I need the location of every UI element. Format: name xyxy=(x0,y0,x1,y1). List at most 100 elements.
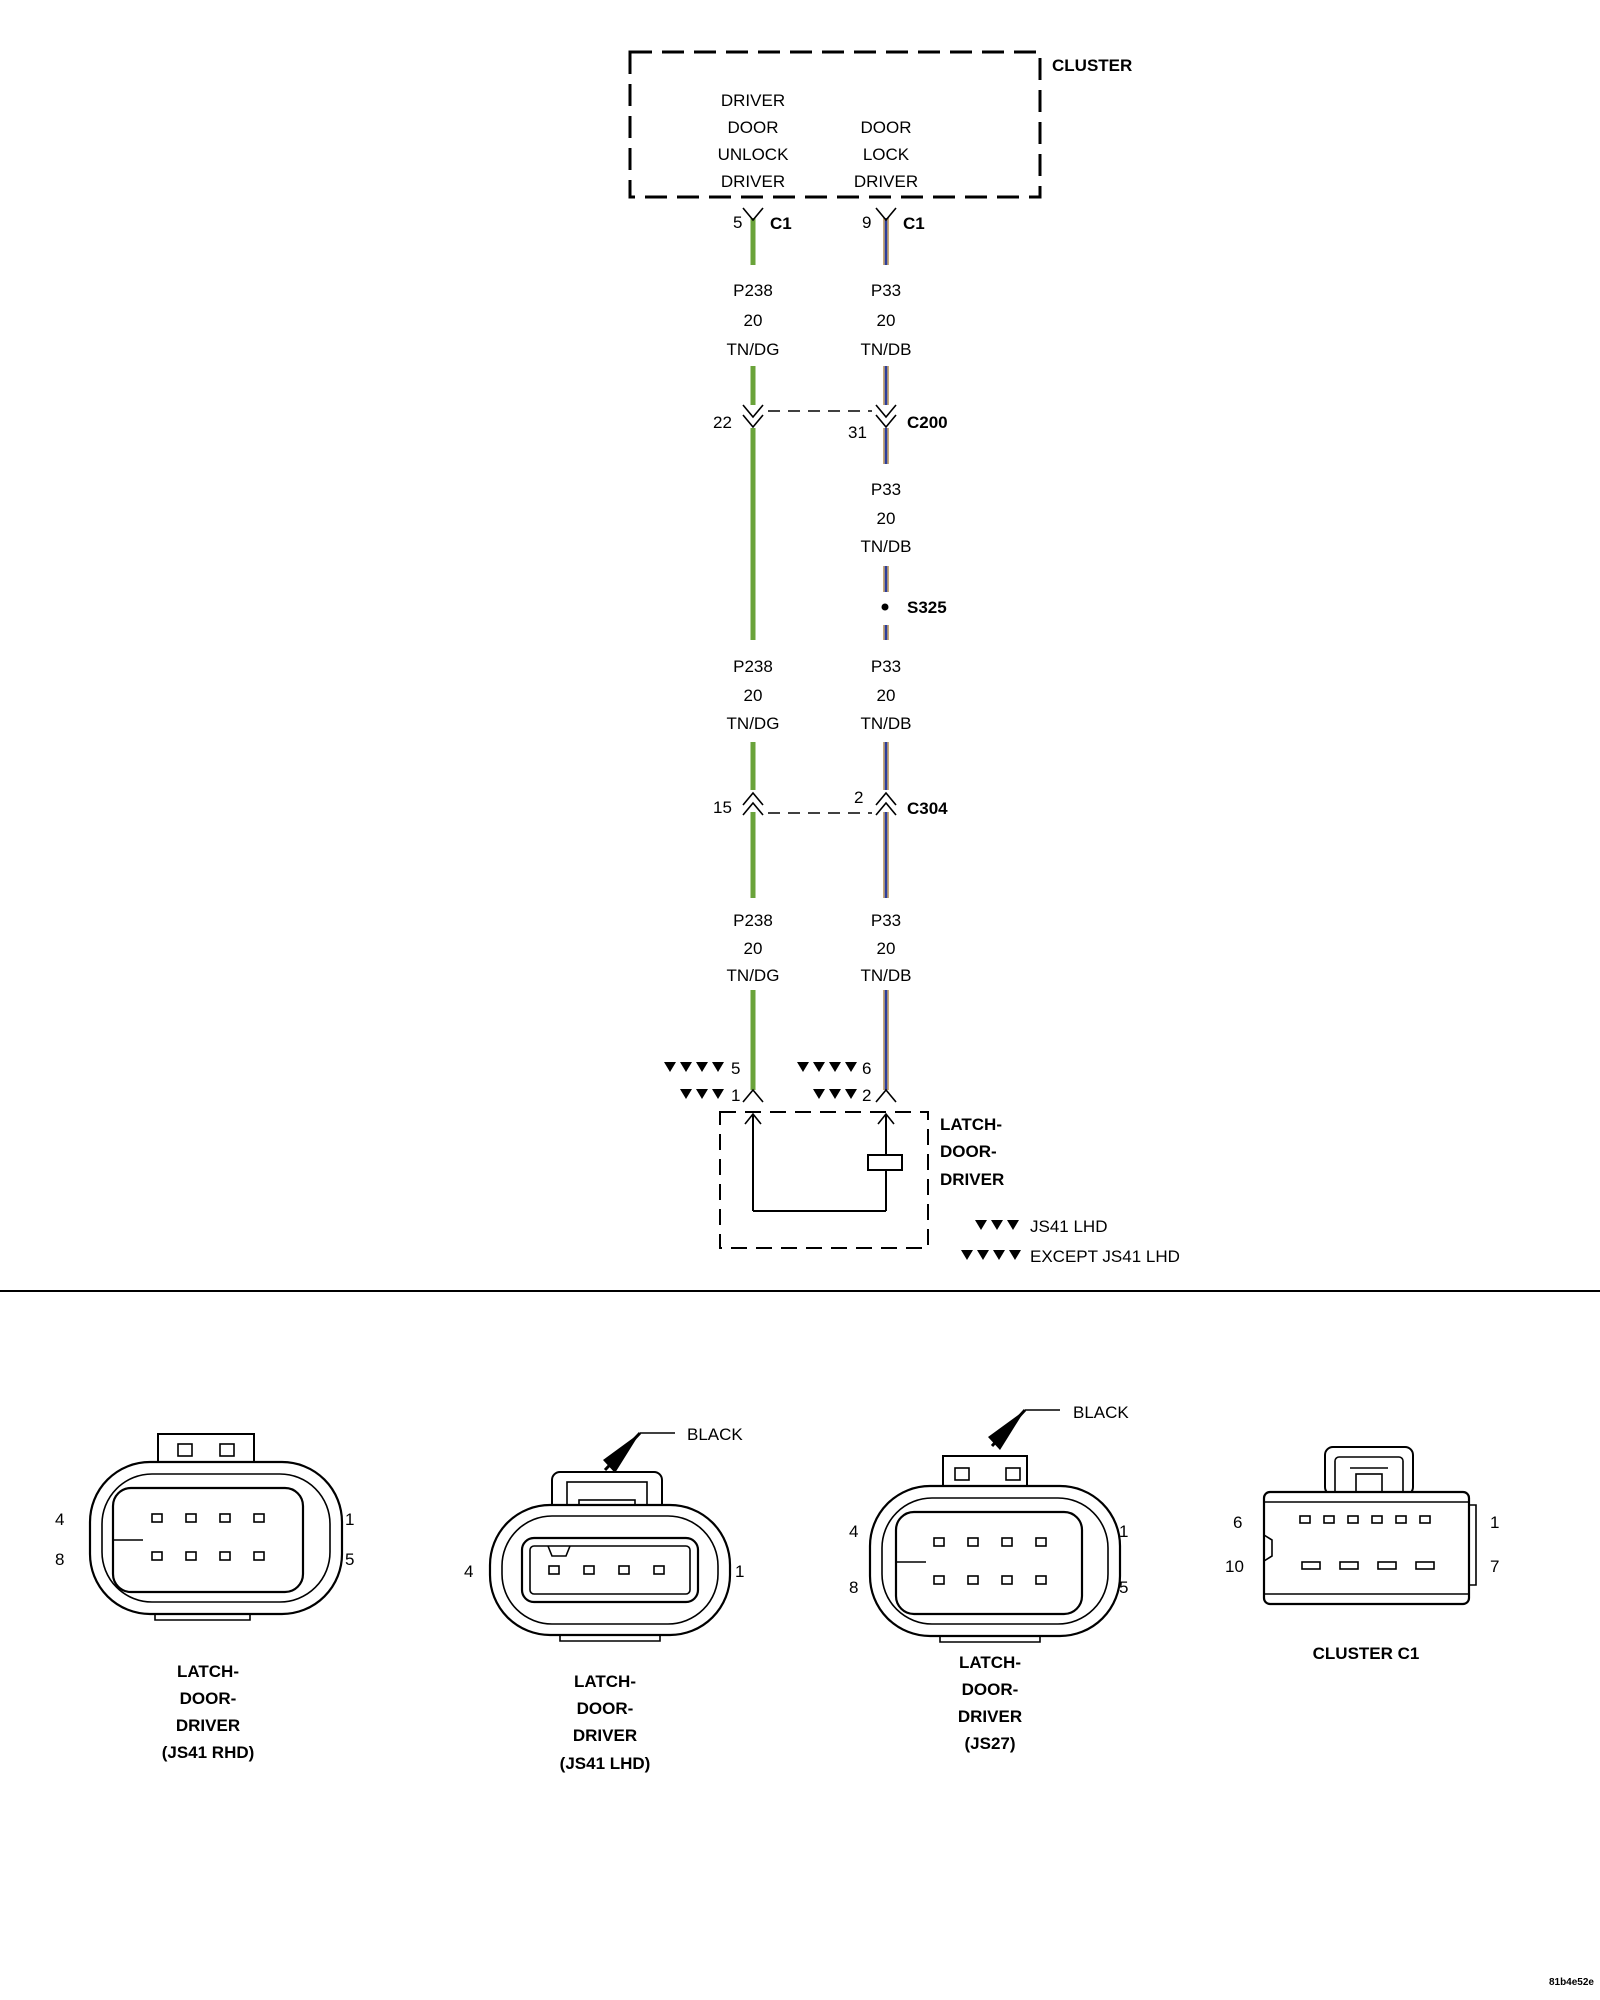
svg-text:LATCH-: LATCH- xyxy=(574,1672,636,1691)
latch-pin-left-js41: 1 xyxy=(731,1086,740,1105)
c1-pin-unlock: 5 xyxy=(733,213,742,232)
unlock-driver-label: DRIVER DOOR UNLOCK DRIVER xyxy=(718,91,790,191)
svg-text:20: 20 xyxy=(744,939,763,958)
svg-text:P238: P238 xyxy=(733,281,773,300)
svg-text:TN/DG: TN/DG xyxy=(727,966,780,985)
wire-label-lock-1: P33 20 TN/DB xyxy=(861,281,912,359)
wire-label-lock-3: P33 20 TN/DB xyxy=(861,657,912,733)
latch-connector-symbol xyxy=(742,1088,897,1103)
cv2-pin-1: 1 xyxy=(735,1562,744,1581)
cv3-title: LATCH- DOOR- DRIVER (JS27) xyxy=(958,1653,1022,1753)
c200-pin-right: 31 xyxy=(848,423,867,442)
svg-text:DOOR: DOOR xyxy=(861,118,912,137)
cv3-color-label: BLACK xyxy=(1073,1403,1129,1422)
latch-component-label: LATCH- DOOR- DRIVER xyxy=(940,1115,1004,1189)
svg-text:20: 20 xyxy=(877,311,896,330)
svg-text:DOOR-: DOOR- xyxy=(962,1680,1019,1699)
c1-pin-lock: 9 xyxy=(862,213,871,232)
svg-text:P238: P238 xyxy=(733,657,773,676)
svg-text:P33: P33 xyxy=(871,911,901,930)
s325-splice xyxy=(881,603,889,611)
svg-text:20: 20 xyxy=(877,939,896,958)
legend-js41-lhd: JS41 LHD xyxy=(1030,1217,1107,1236)
latch-pin-right-js41: 2 xyxy=(862,1086,871,1105)
latch-component-box xyxy=(719,1111,929,1249)
cv4-pin-7: 7 xyxy=(1490,1557,1499,1576)
c304-label: C304 xyxy=(907,799,948,818)
cv1-pin-1: 1 xyxy=(345,1510,354,1529)
svg-text:20: 20 xyxy=(744,311,763,330)
legend-except-js41-lhd: EXCEPT JS41 LHD xyxy=(1030,1247,1180,1266)
c1-connector-symbol xyxy=(742,207,897,222)
cv3-pin-4: 4 xyxy=(849,1522,858,1541)
svg-text:P33: P33 xyxy=(871,657,901,676)
svg-text:LATCH-: LATCH- xyxy=(940,1115,1002,1134)
svg-text:P33: P33 xyxy=(871,480,901,499)
cv3-pin-8: 8 xyxy=(849,1578,858,1597)
svg-text:20: 20 xyxy=(744,686,763,705)
cv2-pin-4: 4 xyxy=(464,1562,473,1581)
image-code: 81b4e52e xyxy=(1549,1977,1594,1988)
cv2-title: LATCH- DOOR- DRIVER (JS41 LHD) xyxy=(560,1672,651,1773)
wire-label-unlock-1: P238 20 TN/DG xyxy=(727,281,780,359)
cv4-pin-1: 1 xyxy=(1490,1513,1499,1532)
lock-driver-label: DOOR LOCK DRIVER xyxy=(854,118,918,191)
svg-text:DRIVER: DRIVER xyxy=(573,1726,637,1745)
cv4-title: CLUSTER C1 xyxy=(1313,1644,1420,1663)
cv3-pin-1: 1 xyxy=(1119,1522,1128,1541)
svg-text:(JS41 RHD): (JS41 RHD) xyxy=(162,1743,255,1762)
connector-view-cluster-c1 xyxy=(1262,1446,1477,1606)
svg-text:LATCH-: LATCH- xyxy=(959,1653,1021,1672)
svg-text:DRIVER: DRIVER xyxy=(721,91,785,110)
cv1-pin-8: 8 xyxy=(55,1550,64,1569)
c200-label: C200 xyxy=(907,413,948,432)
svg-text:DOOR: DOOR xyxy=(728,118,779,137)
wire-label-unlock-4: P238 20 TN/DG xyxy=(727,911,780,985)
legend-four-triangles-icon xyxy=(961,1250,1021,1260)
wire-label-unlock-3: P238 20 TN/DG xyxy=(727,657,780,733)
cluster-title: CLUSTER xyxy=(1052,56,1132,75)
c1-label-unlock: C1 xyxy=(770,214,792,233)
wire-label-lock-2: P33 20 TN/DB xyxy=(861,480,912,556)
svg-text:TN/DG: TN/DG xyxy=(727,714,780,733)
c200-pin-left: 22 xyxy=(713,413,732,432)
c304-pin-left: 15 xyxy=(713,798,732,817)
cv2-color-label: BLACK xyxy=(687,1425,743,1444)
svg-text:DRIVER: DRIVER xyxy=(958,1707,1022,1726)
svg-text:DOOR-: DOOR- xyxy=(577,1699,634,1718)
latch-pin-triangles xyxy=(664,1062,857,1099)
connector-view-js41-lhd xyxy=(488,1431,732,1642)
svg-text:LOCK: LOCK xyxy=(863,145,910,164)
latch-internal-circuit xyxy=(744,1112,903,1212)
latch-pin-right-except: 6 xyxy=(862,1059,871,1078)
svg-text:DRIVER: DRIVER xyxy=(176,1716,240,1735)
svg-text:TN/DB: TN/DB xyxy=(861,714,912,733)
svg-text:TN/DB: TN/DB xyxy=(861,537,912,556)
svg-text:DRIVER: DRIVER xyxy=(854,172,918,191)
svg-text:LATCH-: LATCH- xyxy=(177,1662,239,1681)
svg-text:DRIVER: DRIVER xyxy=(940,1170,1004,1189)
svg-text:TN/DB: TN/DB xyxy=(861,340,912,359)
svg-text:(JS27): (JS27) xyxy=(964,1734,1015,1753)
cv1-pin-5: 5 xyxy=(345,1550,354,1569)
svg-text:(JS41 LHD): (JS41 LHD) xyxy=(560,1754,651,1773)
svg-text:UNLOCK: UNLOCK xyxy=(718,145,790,164)
svg-text:P33: P33 xyxy=(871,281,901,300)
s325-label: S325 xyxy=(907,598,947,617)
c304-connector-symbol xyxy=(742,791,897,816)
cv1-title: LATCH- DOOR- DRIVER (JS41 RHD) xyxy=(162,1662,255,1762)
svg-text:DRIVER: DRIVER xyxy=(721,172,785,191)
connector-view-js41-rhd xyxy=(88,1433,344,1621)
c304-pin-right: 2 xyxy=(854,788,863,807)
svg-text:DOOR-: DOOR- xyxy=(940,1142,997,1161)
svg-text:TN/DG: TN/DG xyxy=(727,340,780,359)
latch-pin-left-except: 5 xyxy=(731,1059,740,1078)
svg-text:20: 20 xyxy=(877,686,896,705)
cv3-pin-5: 5 xyxy=(1119,1578,1128,1597)
wire-label-lock-4: P33 20 TN/DB xyxy=(861,911,912,985)
svg-text:DOOR-: DOOR- xyxy=(180,1689,237,1708)
cluster-box xyxy=(628,50,1042,199)
connector-view-js27 xyxy=(868,1408,1122,1643)
c200-connector-symbol xyxy=(742,404,897,429)
